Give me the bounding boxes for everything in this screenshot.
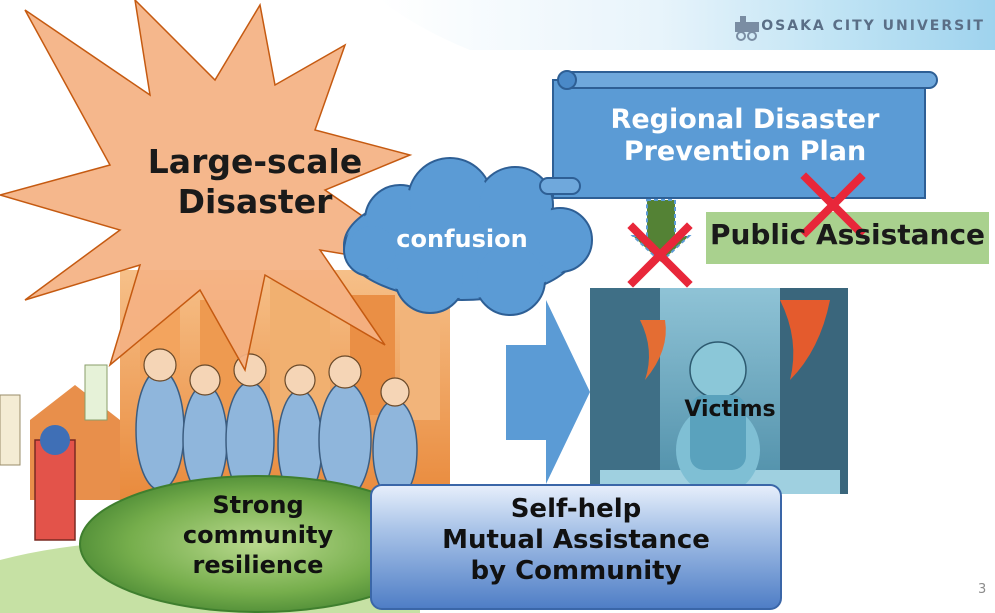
self-help-line2: Mutual Assistance	[442, 525, 710, 556]
plan-scroll	[539, 70, 938, 199]
victims-label: Victims	[684, 397, 776, 422]
plan-title-line2: Prevention Plan	[623, 136, 867, 168]
community-line3: resilience	[192, 551, 324, 579]
public-assistance-cross-icon	[800, 172, 866, 238]
self-help-box	[370, 484, 782, 610]
self-help-line3: by Community	[470, 556, 682, 587]
header-band	[380, 0, 995, 50]
community-resilience-label: Strong community resilience	[148, 490, 368, 580]
victims-illustration	[590, 288, 848, 495]
university-logo-icon	[735, 16, 759, 41]
plan-title: Regional Disaster Prevention Plan	[565, 104, 925, 169]
disaster-title: Large-scale Disaster	[135, 142, 375, 221]
self-help-label: Self-help Mutual Assistance by Community	[370, 494, 782, 588]
disaster-title-line2: Disaster	[177, 181, 333, 221]
self-help-line1: Self-help	[510, 494, 642, 524]
slide-number: 3	[978, 582, 987, 597]
plan-title-line1: Regional Disaster	[610, 104, 880, 135]
confusion-label: confusion	[396, 225, 528, 253]
public-assistance-label: Public Assistance	[709, 218, 986, 251]
disaster-starburst	[0, 0, 441, 373]
plan-arrow-cross-icon	[627, 222, 693, 288]
community-to-victims-arrow	[506, 300, 590, 484]
disaster-title-line1: Large-scale	[147, 142, 363, 181]
community-line1: Strong	[212, 491, 304, 519]
community-line2: community	[182, 521, 334, 549]
university-name: OSAKA CITY UNIVERSIT	[761, 18, 985, 34]
